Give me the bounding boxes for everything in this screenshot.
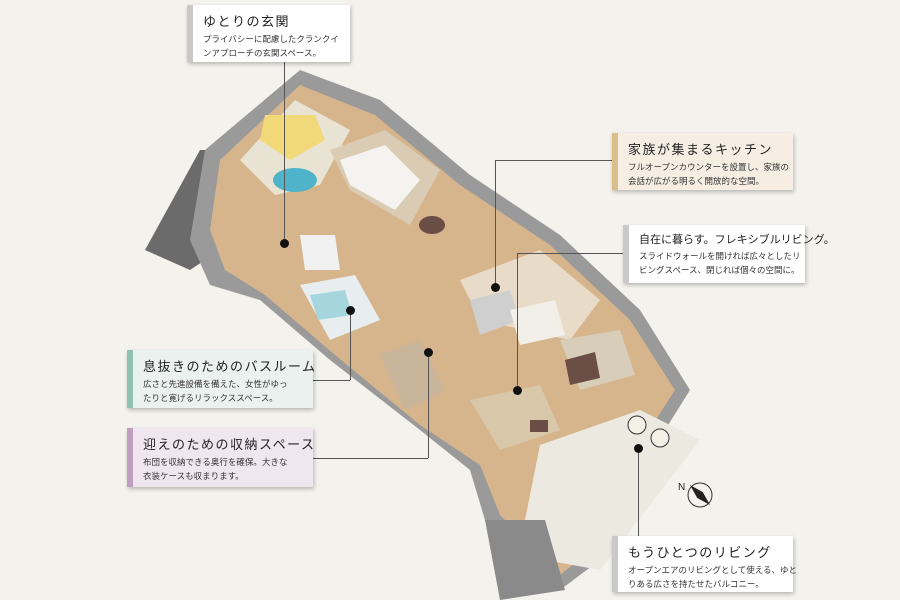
kids-rug: [470, 385, 560, 450]
chair: [419, 216, 445, 234]
bed-yellow: [260, 115, 325, 160]
kitchen-counter: [470, 290, 520, 335]
callout-desc: スライドウォールを開ければ広々としたリ: [639, 252, 801, 262]
callout-kitchen: 家族が集まるキッチン フルオープンカウンターを設置し、家族の 会話が広がる明るく…: [612, 133, 793, 190]
callout-title: ゆとりの玄関: [203, 15, 291, 30]
dining-table: [510, 300, 565, 345]
balcony-chair: [650, 428, 670, 448]
callout-title: 自在に暮らす。フレキシブルリビング。: [639, 233, 835, 246]
callout-desc: フルオープンカウンターを設置し、家族の: [628, 163, 789, 173]
marker-kitchen: [491, 283, 500, 292]
balcony-end-wall: [485, 520, 565, 600]
callout-living: 自在に暮らす。フレキシブルリビング。 スライドウォールを開ければ広々としたリ ビ…: [623, 225, 835, 283]
balcony: [525, 410, 700, 570]
callout-desc: 会話が広がる明るく開放的な空間。: [628, 177, 765, 187]
callout-desc: プライバシーに配慮したクランクイ: [203, 35, 339, 45]
callout-desc: 衣装ケースも収まります。: [143, 472, 244, 482]
callout-title: 迎えのための収納スペース: [143, 438, 316, 453]
callout-title: 息抜きのためのバスルーム: [143, 360, 317, 375]
marker-living: [513, 386, 522, 395]
callout-desc: ビングスペース、閉じれば個々の空間に。: [639, 266, 800, 276]
rug-blue: [273, 168, 317, 192]
callout-desc: ンアプローチの玄関スペース。: [203, 49, 321, 59]
toilet-room: [300, 235, 340, 270]
callout-balcony: もうひとつのリビング オープンエアのリビングとして使える、ゆと りある広さを持た…: [612, 536, 797, 592]
bed-white: [340, 145, 420, 210]
callout-entrance: ゆとりの玄関 プライバシーに配慮したクランクイ ンアプローチの玄関スペース。: [187, 5, 350, 62]
compass-icon: N: [678, 482, 713, 508]
marker-bath: [346, 306, 355, 315]
stool: [530, 420, 548, 432]
marker-entrance: [280, 239, 289, 248]
marker-balcony: [634, 444, 643, 453]
callout-desc: 広さと先進設備を備えた、女性がゆっ: [143, 380, 288, 390]
callout-title: 家族が集まるキッチン: [628, 143, 774, 158]
balcony-chair: [627, 415, 647, 435]
callout-bath: 息抜きのためのバスルーム 広さと先進設備を備えた、女性がゆっ たりと寛げるリラッ…: [127, 350, 317, 408]
callout-desc: オープンエアのリビングとして使える、ゆと: [628, 566, 797, 576]
callout-storage: 迎えのための収納スペース 布団を収納できる奥行を確保。大きな 衣装ケースも収まり…: [127, 428, 316, 487]
coffee-table: [565, 352, 600, 385]
marker-storage: [424, 348, 433, 357]
callout-desc: りある広さを持たせたバルコニー。: [628, 580, 764, 590]
callout-desc: たりと寛げるリラックススペース。: [143, 394, 278, 404]
callout-desc: 布団を収納できる奥行を確保。大きな: [143, 458, 288, 468]
svg-text:N: N: [678, 482, 685, 493]
bathtub: [310, 290, 352, 320]
callout-title: もうひとつのリビング: [628, 546, 772, 561]
